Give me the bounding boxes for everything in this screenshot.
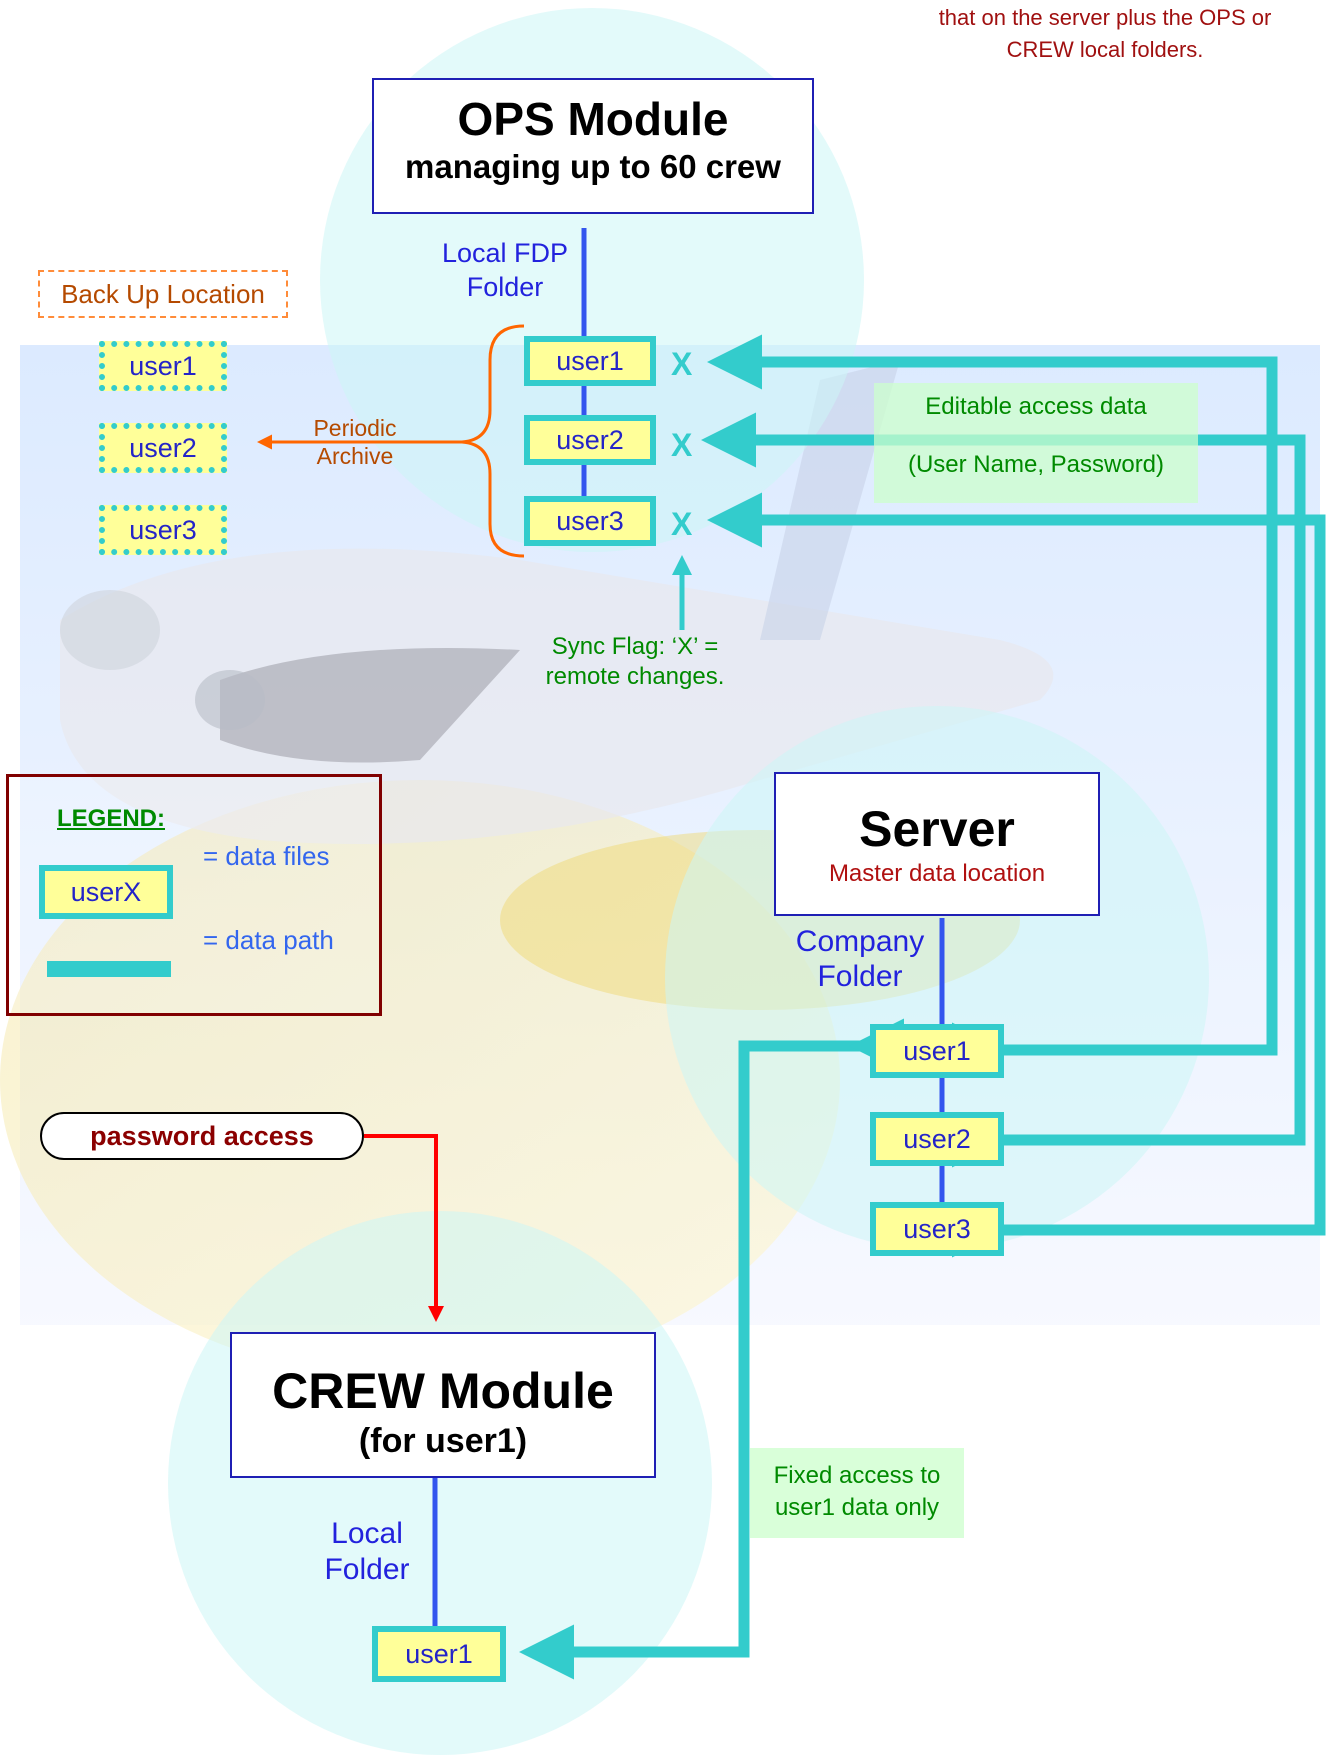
server-subtitle: Master data location (828, 860, 1046, 887)
crew-folder-label: Local Folder (300, 1516, 434, 1588)
periodic-archive-line2: Archive (316, 443, 394, 469)
fixed-access-note: Fixed access to user1 data only (750, 1448, 964, 1538)
sync-flag-note: Sync Flag: ‘X’ = remote changes. (530, 632, 740, 692)
server-file-user1[interactable]: user1 (870, 1024, 1004, 1078)
server-box: Server Master data location (774, 772, 1100, 916)
server-folder-label-line2: Folder (817, 960, 903, 993)
ops-folder-label-line2: Folder (466, 272, 544, 302)
crew-module-subtitle: (for user1) (358, 1422, 528, 1460)
crew-folder-label-line2: Folder (324, 1553, 410, 1586)
server-folder-label-line1: Company (795, 925, 925, 958)
periodic-archive-line1: Periodic (313, 415, 397, 441)
server-folder-label: Company Folder (780, 924, 940, 994)
legend-title: LEGEND: (57, 805, 165, 832)
periodic-archive-label: Periodic Archive (290, 414, 420, 470)
legend-box: LEGEND: userX = data files = data path (6, 774, 382, 1016)
backup-file-user1[interactable]: user1 (99, 341, 227, 391)
backup-file-user2[interactable]: user2 (99, 423, 227, 473)
ops-module-box: OPS Module managing up to 60 crew (372, 78, 814, 214)
server-file-user2[interactable]: user2 (870, 1112, 1004, 1166)
legend-files-text: = data files (203, 841, 330, 871)
ops-file-user3[interactable]: user3 (524, 496, 656, 546)
ops-folder-label-line1: Local FDP (441, 238, 569, 268)
legend-file-sample: userX (39, 865, 173, 919)
top-note-line2: CREW local folders. (1006, 37, 1204, 62)
ops-module-title: OPS Module (457, 93, 729, 145)
password-access-pill[interactable]: password access (40, 1112, 364, 1160)
sync-flag-note-line2: remote changes. (545, 663, 725, 690)
top-note: that on the server plus the OPS or CREW … (880, 2, 1330, 66)
ops-file-user2[interactable]: user2 (524, 415, 656, 465)
sync-flag-user2: X (671, 427, 693, 463)
sync-flag-note-line1: Sync Flag: ‘X’ = (551, 633, 719, 660)
ops-file-user1[interactable]: user1 (524, 336, 656, 386)
backup-file-user3[interactable]: user3 (99, 505, 227, 555)
editable-access-note: Editable access data (User Name, Passwor… (874, 383, 1198, 503)
archive-bracket (461, 324, 525, 558)
fixed-access-line1: Fixed access to (773, 1462, 941, 1489)
legend-path-sample (47, 961, 171, 977)
editable-access-line2: (User Name, Password) (907, 451, 1165, 478)
top-note-line1: that on the server plus the OPS or (938, 5, 1272, 30)
ops-folder-label: Local FDP Folder (420, 236, 590, 304)
data-path-crew-user1 (519, 1018, 904, 1680)
ops-module-subtitle: managing up to 60 crew (405, 148, 781, 185)
fixed-access-line2: user1 data only (774, 1494, 940, 1521)
data-path-user1 (707, 334, 1278, 1078)
password-arrow (364, 1134, 444, 1322)
backup-location-label: Back Up Location (38, 270, 288, 318)
legend-path-text: = data path (203, 925, 334, 955)
server-title: Server (859, 801, 1015, 857)
crew-folder-label-line1: Local (331, 1517, 403, 1550)
server-file-user3[interactable]: user3 (870, 1202, 1004, 1256)
sync-flag-user3: X (671, 506, 693, 542)
crew-module-box: CREW Module (for user1) (230, 1332, 656, 1478)
data-path-user3 (707, 492, 1326, 1258)
crew-file-user1[interactable]: user1 (372, 1626, 506, 1682)
editable-access-line1: Editable access data (925, 393, 1147, 420)
crew-module-title: CREW Module (272, 1363, 614, 1419)
sync-flag-user1: X (671, 346, 693, 382)
